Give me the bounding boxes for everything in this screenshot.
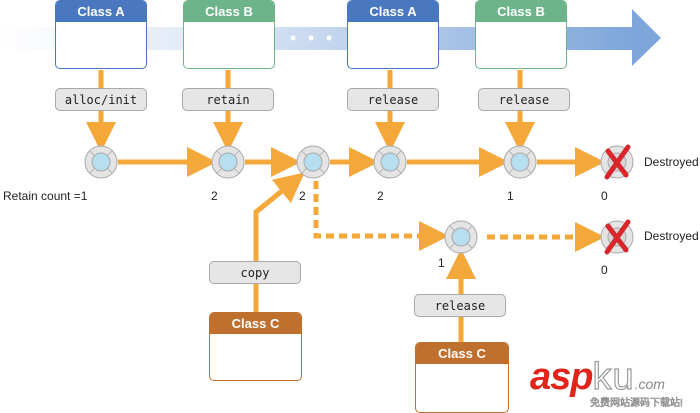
retain-count-label: Retain count =1	[3, 189, 88, 203]
ellipsis-dots	[290, 35, 332, 41]
class-title: Class C	[210, 313, 301, 334]
message-release: release	[414, 294, 506, 317]
object-instance	[296, 145, 330, 179]
destroyed-object	[600, 144, 634, 180]
class-title: Class B	[476, 1, 566, 22]
watermark-brand-outline: ku	[592, 355, 635, 398]
message-alloc-init: alloc/init	[55, 88, 147, 111]
class-b-box: Class B	[183, 0, 275, 69]
copy-arrow	[253, 172, 305, 261]
class-a-box: Class A	[347, 0, 439, 69]
destroyed-x-icon	[604, 219, 631, 255]
class-c-box: Class C	[209, 312, 302, 381]
destroyed-x-icon	[604, 144, 631, 180]
class-title: Class C	[416, 343, 508, 364]
object-instance	[373, 145, 407, 179]
retain-count: 0	[601, 263, 608, 277]
class-title: Class B	[184, 1, 274, 22]
object-instance	[211, 145, 245, 179]
retain-count: 2	[299, 189, 306, 203]
retain-count: 0	[601, 189, 608, 203]
class-title: Class A	[348, 1, 438, 22]
message-release: release	[478, 88, 570, 111]
message-release: release	[347, 88, 439, 111]
watermark-suffix: .com	[634, 376, 665, 392]
retain-count: 2	[377, 189, 384, 203]
destroyed-object	[600, 219, 634, 255]
watermark-brand: asp	[530, 356, 593, 398]
retain-count: 1	[507, 189, 514, 203]
destroyed-label: Destroyed	[644, 155, 699, 169]
class-c-box: Class C	[415, 342, 509, 413]
class-title: Class A	[56, 1, 146, 22]
object-instance	[503, 145, 537, 179]
object-instance	[444, 220, 478, 254]
message-retain: retain	[182, 88, 274, 111]
class-a-box: Class A	[55, 0, 147, 69]
destroyed-label: Destroyed	[644, 229, 699, 243]
retain-count: 1	[438, 256, 445, 270]
message-copy: copy	[209, 261, 301, 284]
watermark-tagline: 免费网站源码下载站!	[590, 398, 683, 410]
class-b-box: Class B	[475, 0, 567, 69]
object-instance	[84, 145, 118, 179]
branch-dashed-arrow	[313, 181, 449, 251]
retain-count: 2	[211, 189, 218, 203]
watermark-logo: aspku.com 免费网站源码下载站!	[530, 355, 683, 409]
